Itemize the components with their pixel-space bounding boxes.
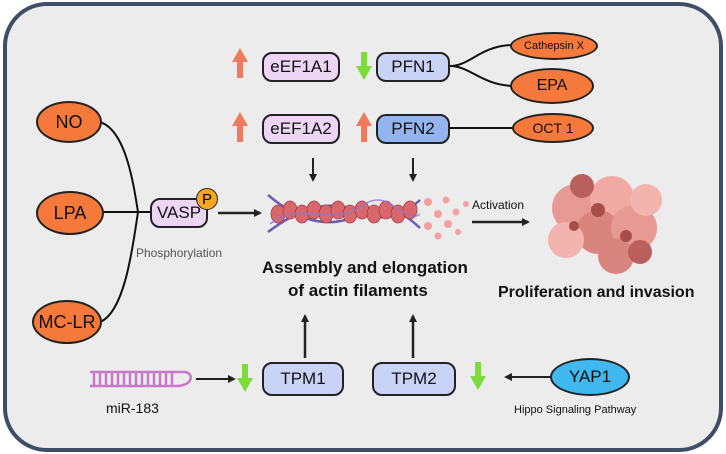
pfn1-to-cathepsin-curve (449, 44, 513, 67)
pfn1-to-epa-curve (449, 65, 513, 87)
no-node: NO (36, 101, 102, 143)
activation-label: Activation (472, 198, 525, 212)
down-arrow-icon (356, 52, 372, 80)
phosphorylation-label: Phosphorylation (136, 246, 223, 260)
phospho-badge: P (196, 188, 218, 210)
pfn1-node: PFN1 (376, 52, 450, 82)
lpa-node: LPA (36, 191, 104, 235)
up-arrow-icon (356, 112, 372, 142)
actin-monomers-icon (424, 196, 469, 240)
assembly-label-line2: of actin filaments (288, 281, 428, 300)
hippo-label: Hippo Signaling Pathway (514, 404, 637, 416)
mclr-node: MC-LR (32, 300, 102, 344)
actin-filament-icon (267, 194, 421, 234)
epa-node: EPA (510, 68, 594, 104)
mirna-hairpin-icon (90, 370, 192, 388)
up-arrow-icon (232, 112, 248, 142)
tpm2-node: TPM2 (372, 362, 456, 396)
down-arrow-icon (470, 362, 486, 390)
mir183-label: miR-183 (106, 400, 159, 416)
yap1-node: YAP1 (550, 358, 630, 396)
no-to-vasp-curve (99, 121, 139, 213)
cathepsin-x-node: Cathepsin X (510, 32, 598, 60)
proliferation-label: Proliferation and invasion (498, 284, 695, 301)
oct1-node: OCT 1 (512, 113, 594, 143)
assembly-label-line1: Assembly and elongation (262, 258, 468, 277)
eef1a2-node: eEF1A2 (262, 114, 340, 144)
tpm1-node: TPM1 (262, 362, 344, 396)
down-arrow-icon (237, 364, 253, 392)
mclr-to-vasp-curve (99, 211, 139, 323)
pfn2-node: PFN2 (376, 114, 450, 144)
up-arrow-icon (232, 48, 248, 78)
eef1a1-node: eEF1A1 (262, 52, 340, 82)
tumor-cluster-icon (548, 174, 662, 274)
